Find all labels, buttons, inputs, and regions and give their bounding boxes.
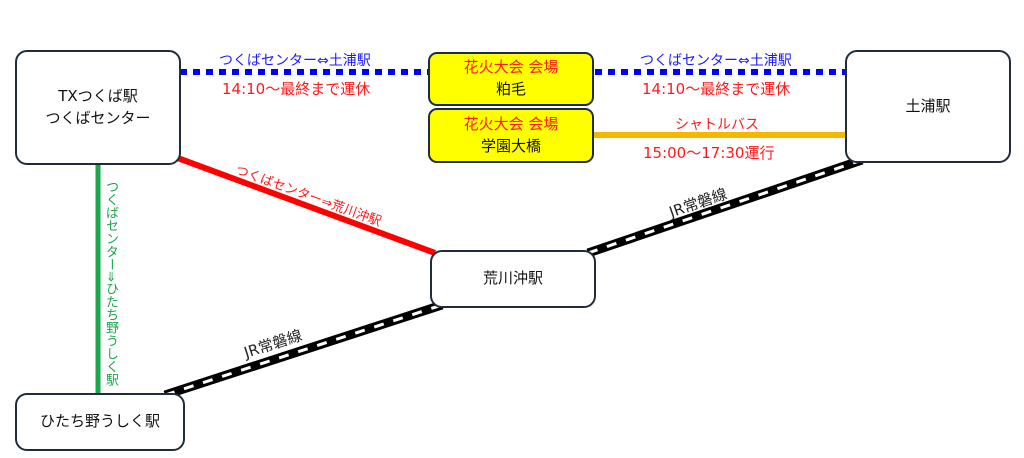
right-bus-status: 14:10～最終まで運休: [642, 80, 791, 98]
venue-title: 花火大会 会場: [463, 58, 559, 77]
right-bus-route-name: つくばセンター⇔土浦駅: [640, 53, 792, 69]
venue-kasuge[interactable]: 花火大会 会場 粕毛: [428, 52, 594, 106]
venue-title: 花火大会 会場: [463, 114, 559, 133]
green-bus-route-name: つくばセンター⇒ひたち野うしく駅: [103, 180, 118, 386]
station-name: ひたち野うしく駅: [39, 412, 160, 431]
venue-name: 学園大橋: [480, 136, 541, 155]
shuttle-bus-hours: 15:00～17:30運行: [643, 144, 775, 162]
station-arakawaoki[interactable]: 荒川沖駅: [430, 250, 596, 308]
shuttle-bus-label: シャトルバス: [675, 117, 759, 133]
left-bus-status: 14:10～最終まで運休: [222, 80, 371, 98]
station-name: 土浦駅: [905, 96, 951, 115]
venue-name: 粕毛: [495, 80, 526, 98]
station-name-line1: TXつくば駅: [58, 86, 138, 105]
station-name-line2: つくばセンター: [45, 108, 151, 127]
station-tsukuba[interactable]: TXつくば駅 つくばセンター: [15, 50, 181, 165]
left-bus-route-name: つくばセンター⇔土浦駅: [219, 53, 371, 69]
jr-joban-line-upper: [586, 155, 864, 258]
bus-line-arakawaoki: [173, 154, 437, 256]
jr-joban-line-lower: [163, 300, 444, 400]
station-hitachino-ushiku[interactable]: ひたち野うしく駅: [15, 393, 185, 451]
venue-gakuen-ohashi[interactable]: 花火大会 会場 学園大橋: [428, 108, 594, 163]
station-tsuchiura[interactable]: 土浦駅: [845, 50, 1011, 163]
station-name: 荒川沖駅: [482, 269, 543, 288]
